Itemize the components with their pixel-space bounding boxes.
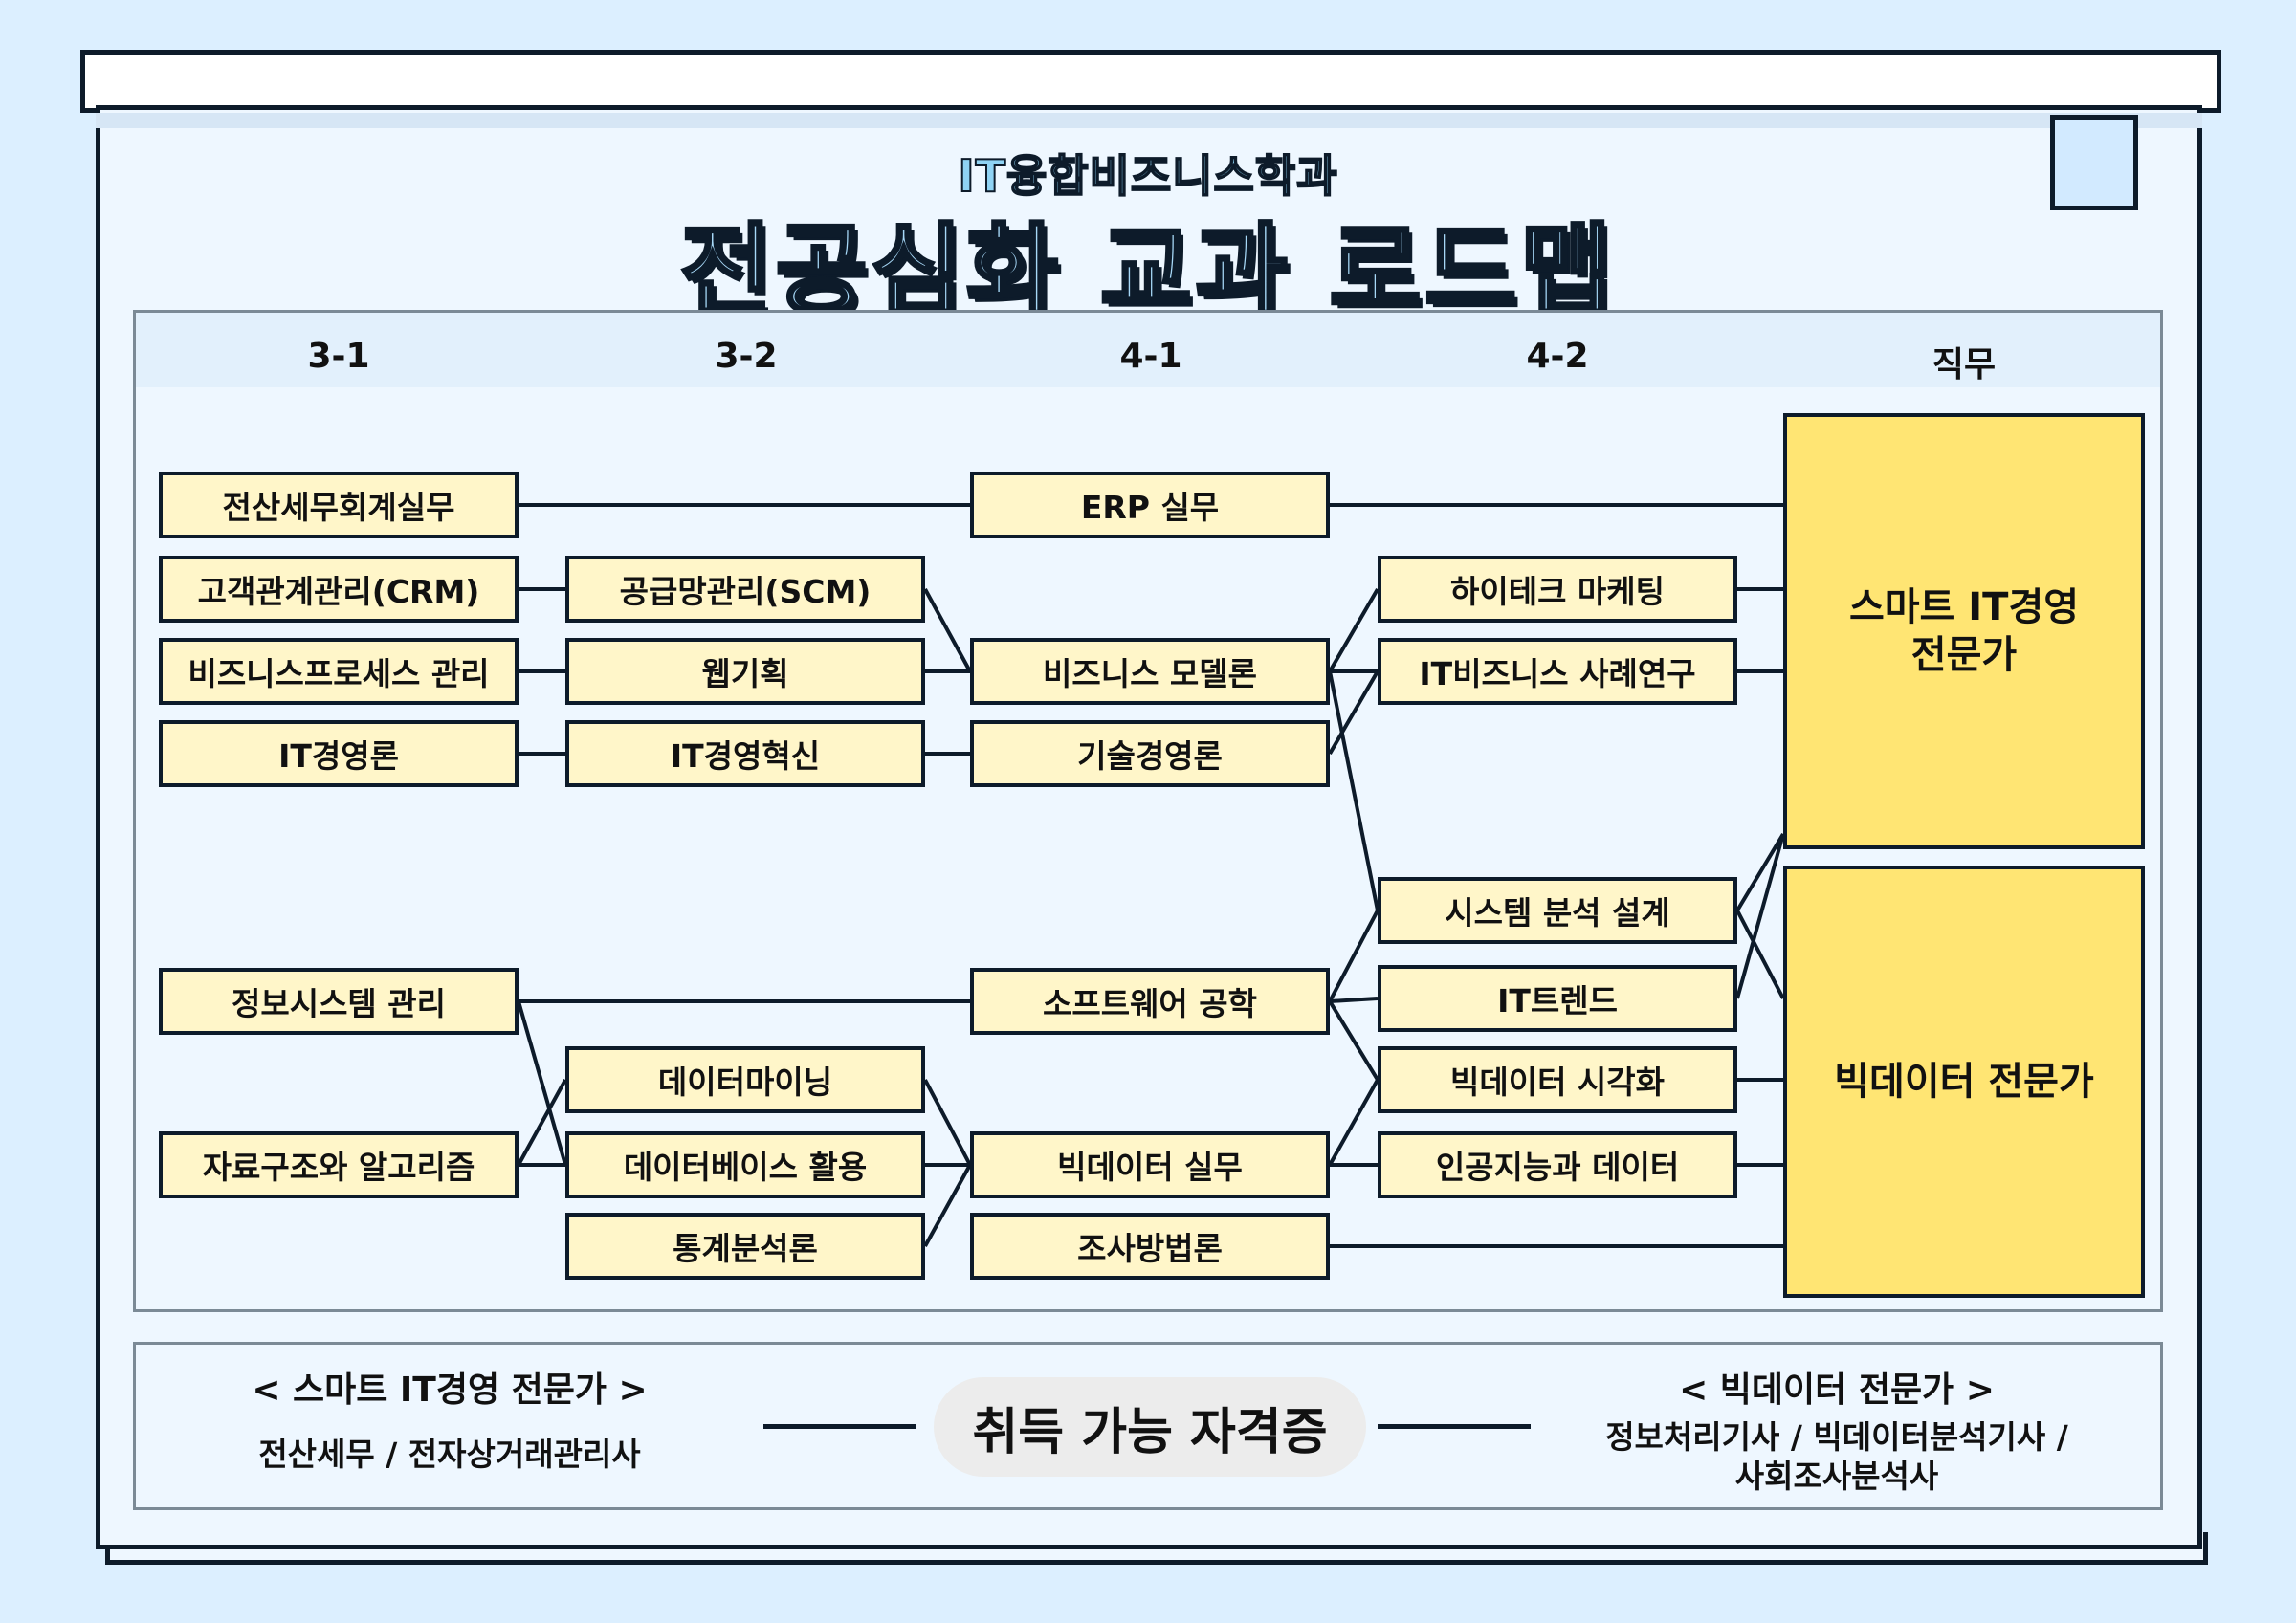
job-bigdata: 빅데이터 전문가 [1783,866,2145,1298]
department-name: IT융합비즈니스학과 [957,149,1338,203]
course-box: IT경영론 [159,720,519,787]
bigdata-cert-line2: 사회조사분석사 [1734,1458,1939,1496]
connector [923,1079,972,1166]
course-box: 데이터마이닝 [565,1046,925,1113]
course-box: IT경영혁신 [565,720,925,787]
board-tab [2050,115,2138,210]
connector [1735,832,1785,912]
bigdata-cert-list: 정보처리기사 / 빅데이터분석기사 / 사회조사분석사 [1550,1417,2124,1497]
job-smart-it-line1: 스마트 IT경영 [1848,585,2080,629]
column-head-4-2: 4-2 [1526,337,1589,376]
course-box: 고객관계관리(CRM) [159,556,519,623]
job-bigdata-label: 빅데이터 전문가 [1834,1060,2094,1104]
certificate-label: 취득 가능 자격증 [934,1377,1366,1477]
course-box: IT비즈니스 사례연구 [1378,638,1737,705]
course-box: 조사방법론 [970,1213,1330,1280]
course-box: 빅데이터 시각화 [1378,1046,1737,1113]
connector [1328,999,1380,1082]
course-box: 자료구조와 알고리즘 [159,1131,519,1198]
connector [923,588,972,672]
connector [1735,833,1785,999]
connector [517,1000,567,1166]
course-box: 소프트웨어 공학 [970,968,1330,1035]
connector [1328,587,1380,673]
course-box: 빅데이터 실무 [970,1131,1330,1198]
course-box: 하이테크 마케팅 [1378,556,1737,623]
course-box: 웹기획 [565,638,925,705]
course-box: 통계분석론 [565,1213,925,1280]
course-box: 정보시스템 관리 [159,968,519,1035]
course-box: 전산세무회계실무 [159,472,519,538]
column-head-4-1: 4-1 [1119,337,1182,376]
divider-right [1378,1424,1531,1429]
bigdata-cert-line1: 정보처리기사 / 빅데이터분석기사 / [1605,1418,2068,1456]
connector [1328,670,1380,911]
connector [517,1079,567,1166]
smart-cert-list: 전산세무 / 전자상거래관리사 [258,1436,641,1473]
connector [1735,910,1785,999]
course-box: ERP 실무 [970,472,1330,538]
connector [1328,910,1380,1002]
course-box: 기술경영론 [970,720,1330,787]
column-head-3-2: 3-2 [715,337,778,376]
course-box: 인공지능과 데이터 [1378,1131,1737,1198]
course-box: 공급망관리(SCM) [565,556,925,623]
column-head-3-1: 3-1 [307,337,370,376]
smart-cert-title: < 스마트 IT경영 전문가 > [252,1371,648,1410]
divider-left [763,1424,916,1429]
board-top-shadow [96,113,2202,128]
job-smart-it-line2: 전문가 [1910,633,2018,677]
connector [1328,669,1380,756]
connector [1328,1079,1380,1166]
column-head-job: 직무 [1932,345,1997,384]
course-box: 비즈니스프로세스 관리 [159,638,519,705]
course-box: 데이터베이스 활용 [565,1131,925,1198]
course-box: IT트렌드 [1378,965,1737,1032]
course-box: 시스템 분석 설계 [1378,877,1737,944]
job-smart-it: 스마트 IT경영 전문가 [1783,413,2145,849]
column-header-strip [136,313,2160,387]
connector [1329,997,1379,1003]
bigdata-cert-title: < 빅데이터 전문가 > [1679,1371,1995,1410]
connector [923,1164,972,1247]
course-box: 비즈니스 모델론 [970,638,1330,705]
